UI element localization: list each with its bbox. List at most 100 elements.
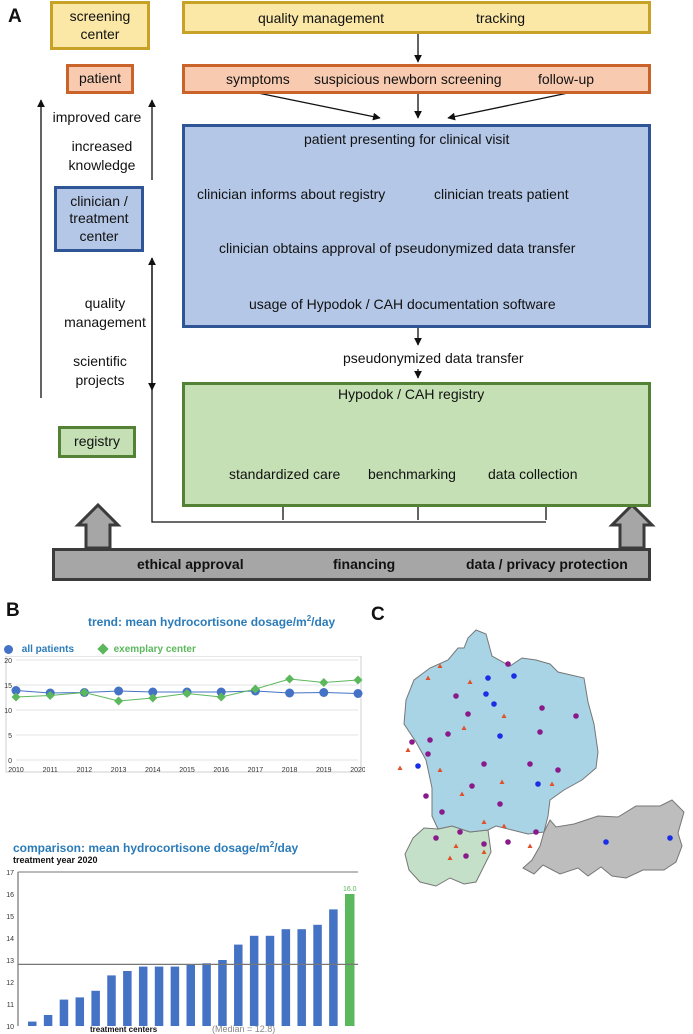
map-marker-blue xyxy=(497,733,503,739)
map-marker-triangle xyxy=(499,779,505,784)
bar-ytick-label: 10 xyxy=(6,1024,14,1031)
location-map xyxy=(397,629,685,887)
map-marker-triangle xyxy=(527,843,533,848)
map-marker-triangle xyxy=(501,713,507,718)
standardized-care-label: standardized care xyxy=(229,466,341,482)
bar-ytick-label: 14 xyxy=(6,936,14,943)
map-marker-blue xyxy=(511,673,517,679)
map-marker-purple xyxy=(423,793,429,799)
trend-point-center xyxy=(148,693,158,703)
trend-point-all xyxy=(285,688,295,698)
bar xyxy=(313,924,322,1026)
trend-point-center xyxy=(216,692,226,702)
trend-point-all xyxy=(148,687,158,697)
bar xyxy=(107,975,116,1026)
arrow-symptoms xyxy=(257,92,381,121)
map-marker-blue xyxy=(485,675,491,681)
financing-label: financing xyxy=(333,556,396,572)
support-arrow-left xyxy=(74,502,122,550)
trend-xtick-label: 2012 xyxy=(77,767,93,774)
map-marker-triangle xyxy=(437,767,443,772)
trend-title-end: /day xyxy=(311,615,336,629)
map-marker-triangle xyxy=(481,849,487,854)
registry-box xyxy=(182,382,651,507)
map-marker-purple xyxy=(457,829,463,835)
map-marker-purple xyxy=(481,841,487,847)
trend-point-center xyxy=(182,689,192,698)
screening-center-label: screening center xyxy=(69,8,131,42)
map-marker-blue xyxy=(491,701,497,707)
map-marker-triangle xyxy=(481,819,487,824)
bar-ytick-label: 11 xyxy=(7,1002,14,1009)
switzerland-region xyxy=(404,825,492,887)
triggers-box xyxy=(182,64,651,94)
panel-label-a: A xyxy=(8,6,22,27)
map-marker-purple xyxy=(573,713,579,719)
trend-title-sup: 2 xyxy=(306,614,312,623)
bar-ytick-label: 17 xyxy=(6,870,14,877)
foundation-box xyxy=(52,548,651,581)
map-marker-purple xyxy=(409,739,415,745)
trend-xtick-label: 2016 xyxy=(213,767,229,774)
symptoms-label: symptoms xyxy=(226,71,290,87)
trend-legend: all patients exemplary center xyxy=(4,643,196,656)
map-marker-purple xyxy=(539,705,545,711)
trend-xtick-label: 2013 xyxy=(111,767,127,774)
bar xyxy=(154,966,164,1026)
trend-point-all xyxy=(353,689,363,698)
map-marker-blue xyxy=(483,691,489,697)
panel-label-b: B xyxy=(6,600,20,621)
trend-frame xyxy=(5,656,362,773)
map-marker-purple xyxy=(505,839,511,845)
trend-point-center xyxy=(285,674,295,684)
bar xyxy=(265,935,275,1026)
bar xyxy=(202,963,211,1026)
quality-management-left-label: quality management xyxy=(64,295,146,330)
map-marker-purple xyxy=(433,835,439,841)
patient-box: patient xyxy=(66,64,134,94)
bar xyxy=(281,929,291,1026)
quality-management-label: quality management xyxy=(258,10,385,26)
trend-title: trend: mean hydrocortisone dosage/m2/day xyxy=(88,614,335,629)
comparison-title: comparison: mean hydrocortisone dosage/m… xyxy=(13,840,298,855)
improved-care-label: improved care xyxy=(52,109,142,125)
map-marker-triangle xyxy=(549,781,555,786)
trend-xtick-label: 2019 xyxy=(316,767,332,774)
map-marker-purple xyxy=(537,729,543,735)
comparison-title-end: /day xyxy=(274,841,299,855)
map-marker-blue xyxy=(667,835,673,841)
screening-center-box: screening center xyxy=(50,1,150,50)
map-marker-triangle xyxy=(501,823,507,828)
trend-point-center xyxy=(45,691,55,700)
bar xyxy=(170,966,180,1026)
bar-x-axis-label: treatment centers xyxy=(90,1025,158,1034)
map-marker-triangle xyxy=(397,765,403,770)
bar xyxy=(234,944,243,1026)
data-collection-label: data collection xyxy=(488,466,578,482)
trend-xtick-label: 2015 xyxy=(179,767,195,774)
map-marker-purple xyxy=(481,761,487,767)
trend-ytick-label: 20 xyxy=(4,658,12,665)
bar xyxy=(249,935,259,1026)
approval-label: clinician obtains approval of pseudonymi… xyxy=(219,240,576,256)
bar-ytick-label: 16 xyxy=(6,892,14,899)
map-marker-blue xyxy=(535,781,541,787)
bar xyxy=(75,997,85,1026)
map-marker-purple xyxy=(527,761,533,767)
map-marker-purple xyxy=(465,711,471,717)
trend-point-center xyxy=(11,692,21,702)
patient-presenting-label: patient presenting for clinical visit xyxy=(304,131,510,147)
trend-xtick-label: 2018 xyxy=(282,767,298,774)
bar xyxy=(186,964,195,1026)
tracking-label: tracking xyxy=(476,10,526,26)
bar xyxy=(28,1021,37,1026)
map-marker-purple xyxy=(505,661,511,667)
trend-point-all xyxy=(319,688,329,697)
bar xyxy=(59,999,69,1026)
bar-value-label: 16.0 xyxy=(343,886,357,893)
trend-xtick-label: 2020 xyxy=(350,767,365,774)
bar-ytick-label: 13 xyxy=(6,958,14,965)
map-marker-triangle xyxy=(405,747,411,752)
trend-point-all xyxy=(216,687,226,697)
